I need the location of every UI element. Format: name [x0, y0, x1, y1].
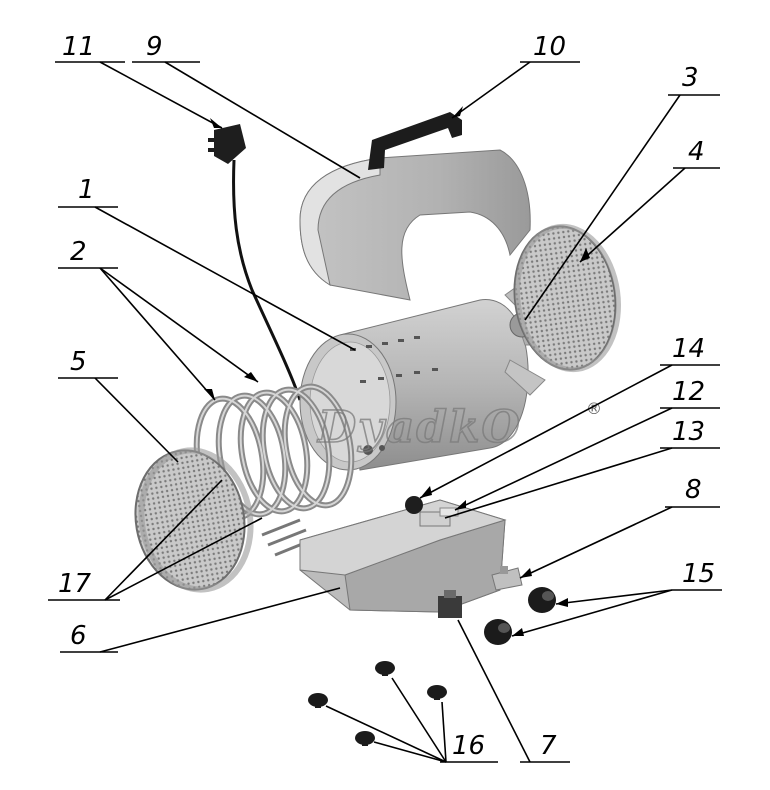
rubber-feet: [308, 661, 447, 746]
callout-1: 1: [78, 175, 95, 205]
callout-10: 10: [533, 32, 566, 62]
callout-2: 2: [70, 237, 87, 267]
base-housing: [299, 499, 507, 613]
callout-5: 5: [70, 347, 87, 377]
carry-handle: [368, 112, 462, 170]
terminal-block: [419, 507, 459, 527]
callout-13: 13: [672, 417, 705, 447]
callout-12: 12: [672, 377, 705, 407]
callout-14: 14: [672, 334, 705, 364]
switch: [438, 590, 462, 618]
outer-shell: [299, 149, 531, 301]
control-knobs: [484, 587, 556, 645]
leader-lines: [48, 61, 722, 763]
watermark: DyadkO ®: [315, 399, 602, 454]
rear-grille: [513, 223, 622, 373]
callout-7: 7: [540, 731, 557, 761]
front-grille: [134, 447, 254, 593]
power-cord: [208, 124, 302, 401]
svg-text:DyadkO: DyadkO: [316, 402, 522, 453]
callout-6: 6: [70, 621, 87, 651]
callout-16: 16: [452, 731, 485, 761]
thermostat: [405, 496, 423, 514]
callout-labels: 11 9 10 3 4 1 2 5 14 12 13 8 15 17 6 7 1…: [58, 32, 715, 761]
callout-3: 3: [682, 63, 699, 93]
callout-17: 17: [58, 569, 92, 599]
callout-15: 15: [682, 559, 715, 589]
switch-bracket: [491, 566, 523, 591]
callout-8-lower: 8: [685, 475, 702, 505]
callout-4: 4: [688, 137, 705, 167]
callout-9-top: 9: [146, 32, 163, 62]
callout-11: 11: [62, 32, 95, 62]
